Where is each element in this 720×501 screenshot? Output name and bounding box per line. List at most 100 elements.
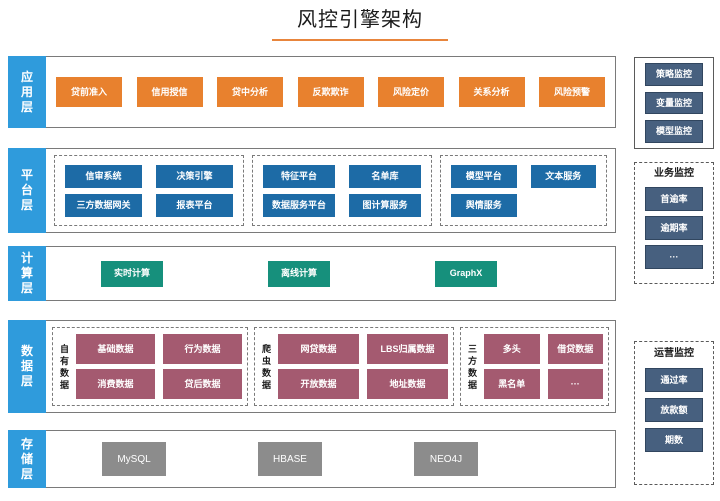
layer-tab-char: 算	[20, 266, 33, 280]
layer-tab-char: 层	[20, 374, 33, 388]
data-node[interactable]: 地址数据	[367, 369, 448, 399]
storage-node[interactable]: HBASE	[258, 442, 322, 476]
platform-node[interactable]: 信审系统	[65, 164, 142, 188]
layer-platform: 平 台 层 信审系统 决策引擎 三方数据网关 报表平台 特征平台 名单库 数据服…	[8, 148, 616, 233]
vlabel-char: 方	[467, 355, 477, 366]
layer-storage: 存 储 层 MySQL HBASE NEO4J	[8, 430, 616, 488]
layer-tab-char: 储	[20, 451, 33, 466]
data-node[interactable]: 网贷数据	[278, 334, 359, 364]
platform-group-1: 信审系统 决策引擎 三方数据网关 报表平台	[54, 155, 244, 226]
monitor-node[interactable]: 首逾率	[645, 187, 703, 211]
page-title: 风控引擎架构	[297, 9, 423, 31]
platform-node[interactable]: 模型平台	[451, 164, 517, 188]
layer-data: 数 据 层 自 有 数 据 基础数据 行为数据 消费数据 贷后数据	[8, 320, 616, 413]
application-items: 贷前准入 信用授信 贷中分析 反欺欺诈 风险定价 关系分析 风险预警	[46, 77, 615, 107]
platform-group-3-spacer	[531, 194, 597, 217]
monitor-panel-business-title: 业务监控	[654, 168, 694, 179]
data-node[interactable]: 消费数据	[76, 369, 155, 399]
app-node[interactable]: 反欺欺诈	[297, 77, 364, 107]
layer-body-application: 贷前准入 信用授信 贷中分析 反欺欺诈 风险定价 关系分析 风险预警	[46, 56, 616, 128]
data-group-crawler: 爬 虫 数 据 网贷数据 LBS归属数据 开放数据 地址数据	[254, 327, 454, 406]
platform-node[interactable]: 数据服务平台	[263, 193, 335, 217]
layer-tab-char: 据	[20, 359, 33, 373]
data-group-own-label: 自 有 数 据	[58, 343, 71, 391]
platform-node[interactable]: 报表平台	[156, 193, 233, 217]
title-area: 风控引擎架构	[0, 0, 720, 48]
compute-node[interactable]: GraphX	[435, 260, 497, 287]
data-node[interactable]: LBS归属数据	[367, 334, 448, 364]
vlabel-char: 自	[59, 343, 69, 354]
layer-tab-char: 层	[20, 281, 33, 295]
title-underline	[272, 39, 448, 41]
monitor-panel-tech: 策略监控 变量监控 模型监控	[634, 57, 714, 149]
platform-node[interactable]: 舆情服务	[451, 193, 517, 217]
platform-node[interactable]: 三方数据网关	[65, 193, 142, 217]
data-group-crawler-grid: 网贷数据 LBS归属数据 开放数据 地址数据	[278, 334, 448, 399]
app-node[interactable]: 关系分析	[458, 77, 525, 107]
layer-body-compute: 实时计算 离线计算 GraphX	[46, 246, 616, 301]
monitor-node[interactable]: 通过率	[645, 368, 703, 392]
platform-node[interactable]: 决策引擎	[156, 164, 233, 188]
vlabel-char: 爬	[261, 343, 271, 354]
app-node[interactable]: 贷前准入	[56, 77, 122, 107]
monitor-node[interactable]: 期数	[645, 428, 703, 452]
layer-application: 应 用 层 贷前准入 信用授信 贷中分析 反欺欺诈 风险定价 关系分析 风险预警	[8, 56, 616, 128]
layer-tab-char: 层	[20, 198, 33, 212]
data-node[interactable]: 贷后数据	[163, 369, 242, 399]
monitor-panel-operation: 运营监控 通过率 放款额 期数	[634, 341, 714, 485]
vlabel-char: 有	[59, 355, 69, 366]
layer-tab-platform: 平 台 层	[8, 148, 46, 233]
platform-node[interactable]: 名单库	[349, 164, 421, 188]
platform-group-1-grid: 信审系统 决策引擎 三方数据网关 报表平台	[55, 159, 243, 223]
vlabel-char: 数	[261, 367, 271, 378]
compute-node[interactable]: 离线计算	[268, 260, 330, 287]
vlabel-char: 数	[467, 367, 477, 378]
data-node[interactable]: 基础数据	[76, 334, 155, 364]
data-node[interactable]: 开放数据	[278, 369, 359, 399]
layer-tab-char: 台	[20, 183, 33, 197]
data-node[interactable]: 行为数据	[163, 334, 242, 364]
platform-node[interactable]: 特征平台	[263, 164, 335, 188]
monitor-panel-business: 业务监控 首逾率 逾期率 ···	[634, 162, 714, 284]
compute-items: 实时计算 离线计算 GraphX	[46, 260, 615, 287]
app-node[interactable]: 贷中分析	[217, 77, 283, 107]
platform-node[interactable]: 文本服务	[530, 164, 596, 188]
layer-tab-char: 用	[20, 84, 33, 99]
data-groups: 自 有 数 据 基础数据 行为数据 消费数据 贷后数据 爬 虫 数 据	[46, 321, 615, 412]
layer-tab-data: 数 据 层	[8, 320, 46, 413]
layer-tab-char: 计	[20, 251, 33, 265]
platform-node[interactable]: 图计算服务	[349, 193, 421, 217]
layer-body-data: 自 有 数 据 基础数据 行为数据 消费数据 贷后数据 爬 虫 数 据	[46, 320, 616, 413]
data-group-crawler-label: 爬 虫 数 据	[260, 343, 273, 391]
data-group-thirdparty-grid: 多头 借贷数据 黑名单 ···	[484, 334, 603, 399]
monitor-node[interactable]: 模型监控	[645, 120, 703, 144]
layer-tab-char: 数	[20, 344, 33, 358]
vlabel-char: 虫	[261, 355, 271, 366]
platform-group-3: 模型平台 文本服务 舆情服务	[440, 155, 607, 226]
layer-tab-storage: 存 储 层	[8, 430, 46, 488]
monitor-node[interactable]: 变量监控	[645, 91, 703, 115]
storage-items: MySQL HBASE NEO4J	[46, 442, 615, 476]
platform-group-2-grid: 特征平台 名单库 数据服务平台 图计算服务	[253, 159, 431, 223]
monitor-node[interactable]: 放款额	[645, 398, 703, 422]
data-group-thirdparty: 三 方 数 据 多头 借贷数据 黑名单 ···	[460, 327, 609, 406]
layer-body-platform: 信审系统 决策引擎 三方数据网关 报表平台 特征平台 名单库 数据服务平台 图计…	[46, 148, 616, 233]
monitor-node-more[interactable]: ···	[645, 245, 703, 269]
data-node[interactable]: 借贷数据	[547, 334, 603, 364]
data-group-thirdparty-label: 三 方 数 据	[466, 343, 479, 391]
app-node[interactable]: 信用授信	[136, 77, 203, 107]
storage-node[interactable]: MySQL	[102, 442, 166, 476]
app-node[interactable]: 风险预警	[539, 77, 605, 107]
layer-tab-compute: 计 算 层	[8, 246, 46, 301]
monitor-node[interactable]: 逾期率	[645, 216, 703, 240]
data-node-more[interactable]: ···	[547, 369, 603, 399]
vlabel-char: 三	[467, 343, 477, 354]
data-node[interactable]: 多头	[484, 334, 540, 364]
layer-tab-application: 应 用 层	[8, 56, 46, 128]
storage-node[interactable]: NEO4J	[414, 442, 478, 476]
monitor-node[interactable]: 策略监控	[645, 63, 703, 86]
layer-tab-char: 存	[20, 436, 33, 451]
compute-node[interactable]: 实时计算	[101, 260, 163, 287]
data-node[interactable]: 黑名单	[484, 369, 540, 399]
app-node[interactable]: 风险定价	[378, 77, 444, 107]
